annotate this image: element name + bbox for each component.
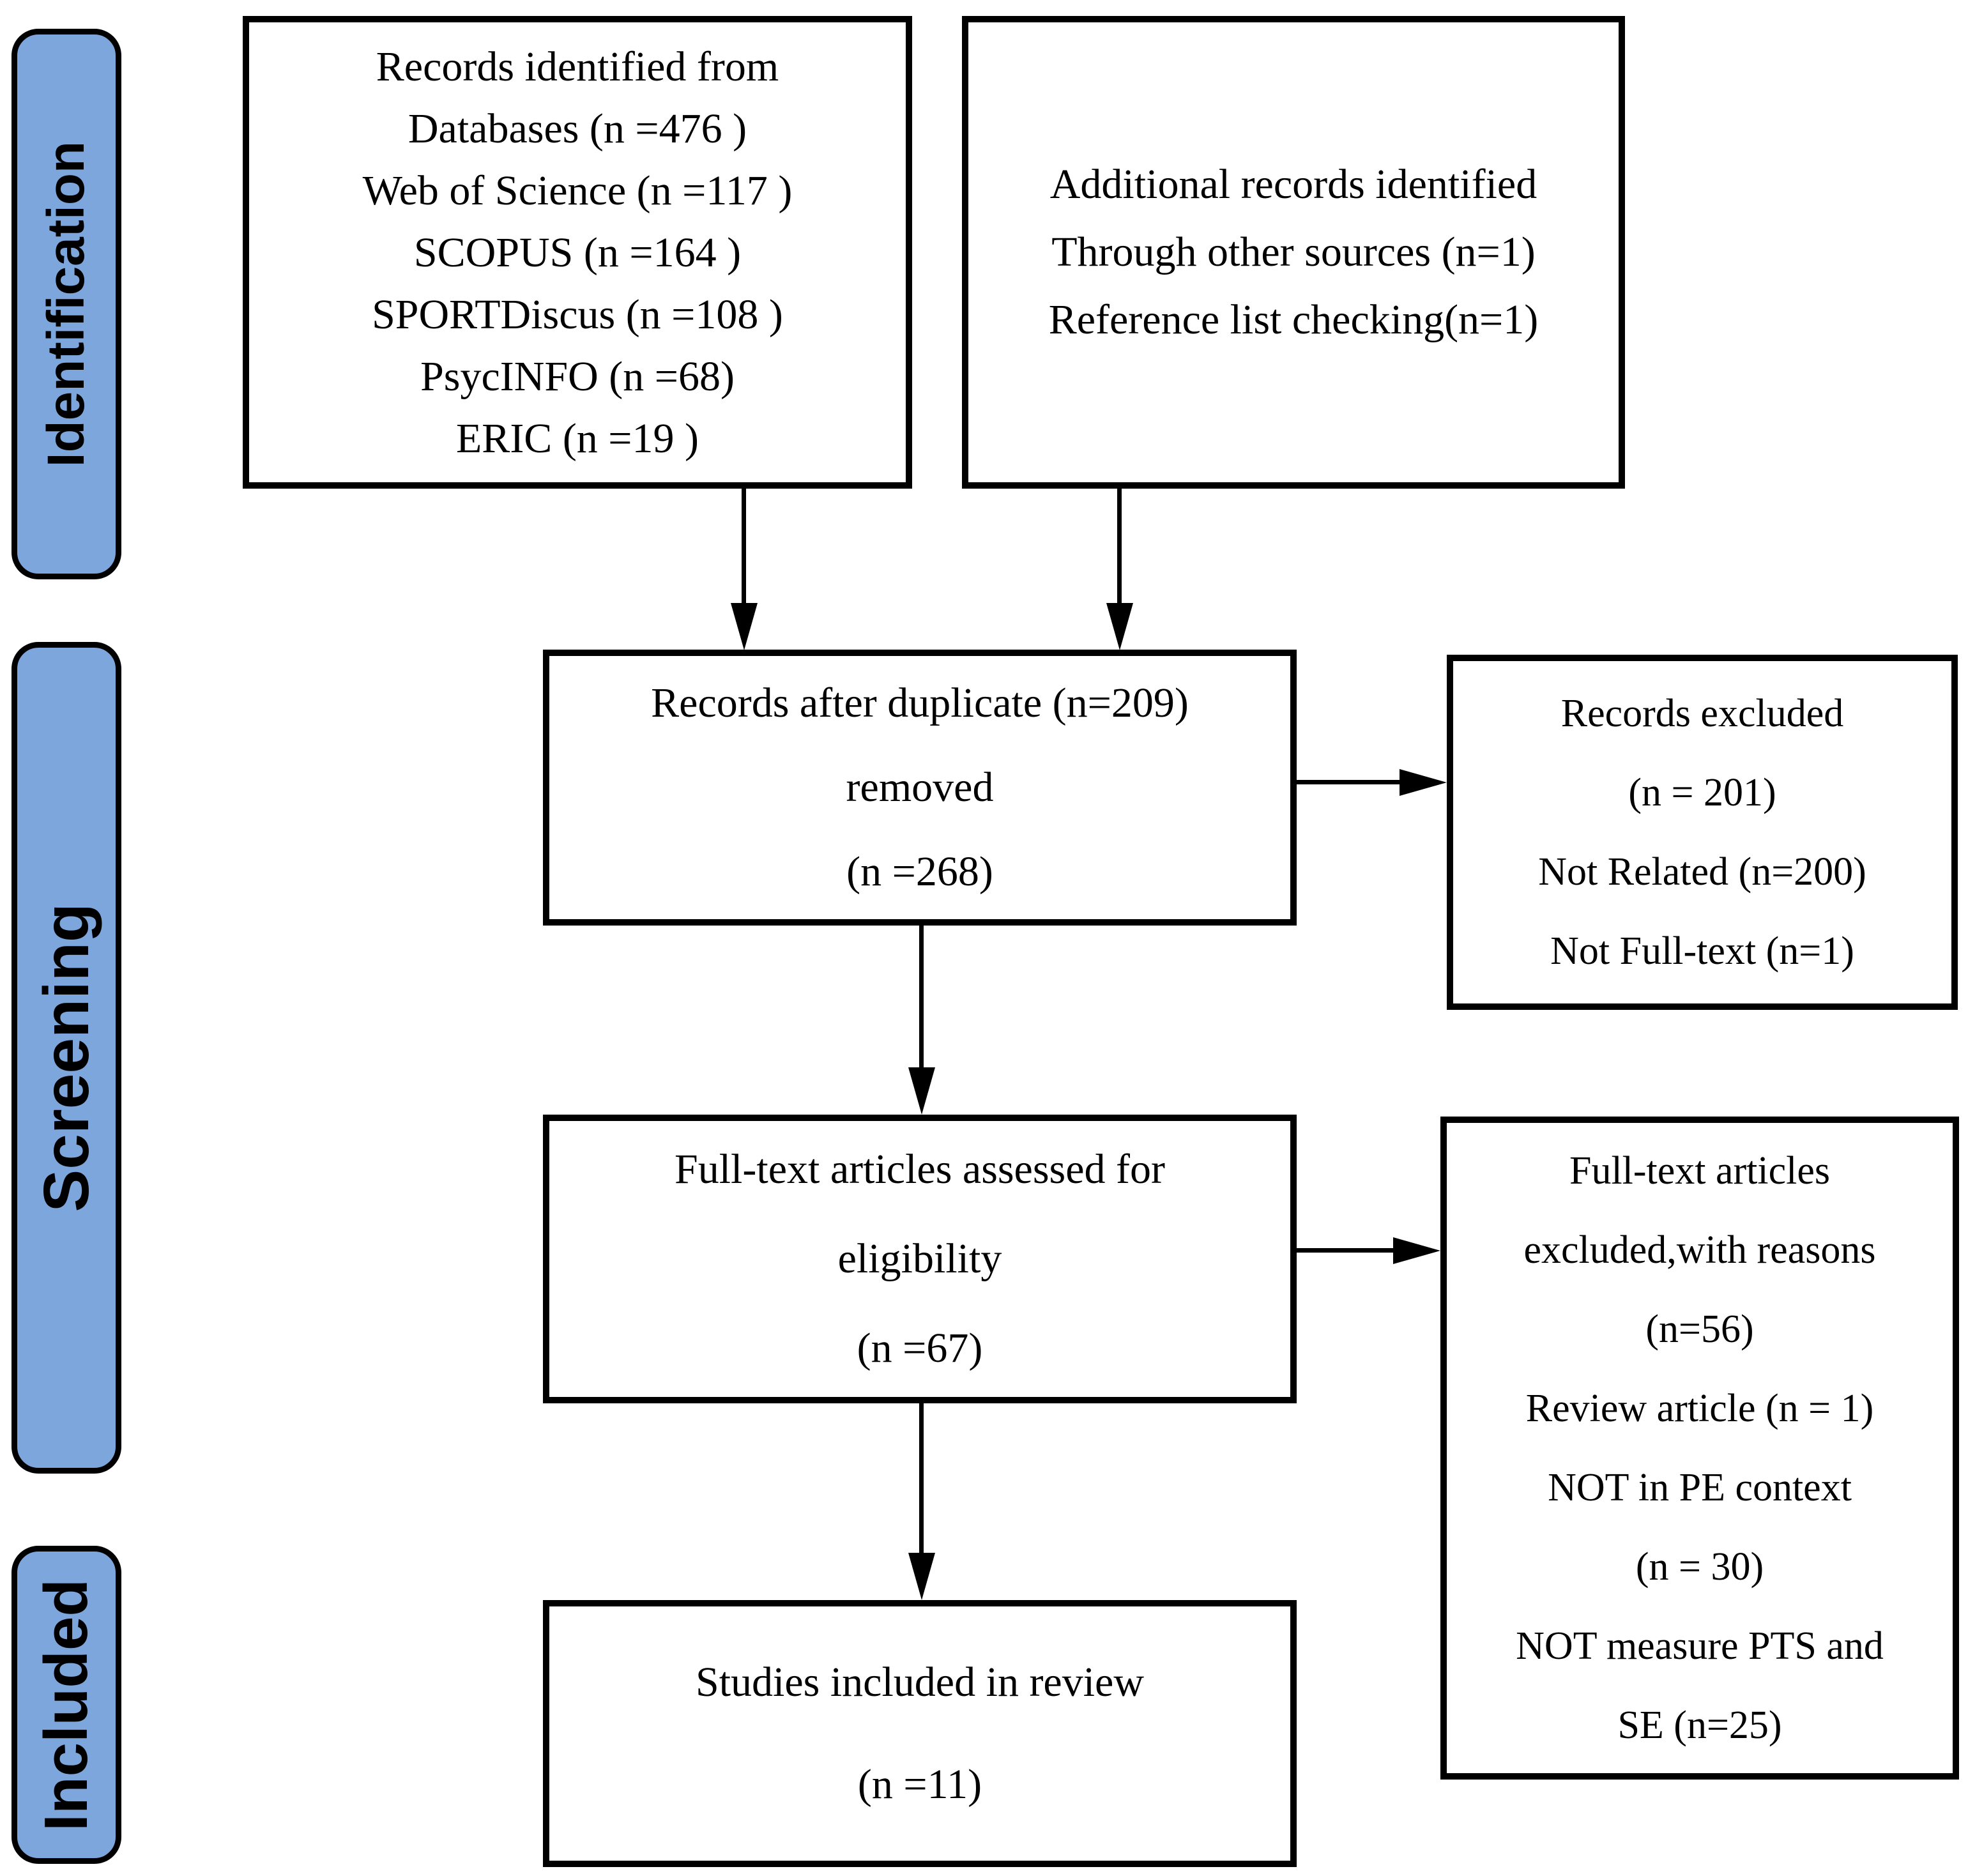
stage-label-screening: Screening <box>11 642 121 1474</box>
text-line: (n =268) <box>846 848 993 895</box>
text-line: Records identified from <box>376 43 779 90</box>
text-line: (n =67) <box>857 1325 983 1371</box>
text-line: Review article (n = 1) <box>1525 1387 1874 1430</box>
stage-label-text: Identification <box>37 141 95 468</box>
arrow-head-additional-to-duplicates <box>1106 603 1133 650</box>
text-line: Databases (n =476 ) <box>408 105 747 152</box>
text-line: Records excluded <box>1560 692 1844 735</box>
stage-label-included: Included <box>11 1546 121 1864</box>
box-records-identified: Records identified from Databases (n =47… <box>243 16 912 489</box>
arrow-line-fulltext-to-excluded <box>1293 1248 1397 1253</box>
text-line: eligibility <box>837 1235 1002 1282</box>
box-records-after-duplicates: Records after duplicate (n=209) removed … <box>543 650 1297 926</box>
text-line: (n =11) <box>857 1761 982 1808</box>
text-line: Records after duplicate (n=209) <box>651 680 1189 726</box>
box-fulltext-excluded: Full-text articles excluded,with reasons… <box>1440 1117 1959 1780</box>
text-line: ERIC (n =19 ) <box>455 415 699 462</box>
arrow-line-additional-to-duplicates <box>1117 485 1122 610</box>
text-line: Full-text articles assessed for <box>675 1146 1165 1193</box>
text-line: (n=56) <box>1645 1308 1754 1351</box>
arrow-line-duplicates-to-excluded <box>1293 780 1405 784</box>
text-line: Not Full-text (n=1) <box>1550 929 1854 973</box>
stage-label-text: Screening <box>30 903 102 1212</box>
stage-label-identification: Identification <box>11 29 121 579</box>
arrow-head-fulltext-to-excluded <box>1393 1237 1440 1264</box>
text-line: removed <box>846 764 994 811</box>
text-line: Full-text articles <box>1569 1149 1831 1193</box>
box-fulltext-assessed: Full-text articles assessed for eligibil… <box>543 1115 1297 1403</box>
box-studies-included: Studies included in review (n =11) <box>543 1600 1297 1867</box>
text-line: Through other sources (n=1) <box>1051 229 1536 275</box>
text-line: Not Related (n=200) <box>1538 850 1866 894</box>
text-line: Studies included in review <box>695 1659 1145 1705</box>
text-line: SCOPUS (n =164 ) <box>413 229 742 276</box>
box-records-excluded: Records excluded (n = 201) Not Related (… <box>1447 655 1958 1010</box>
text-line: NOT measure PTS and <box>1516 1624 1884 1668</box>
stage-label-text: Included <box>32 1578 100 1831</box>
arrow-line-fulltext-to-included <box>919 1401 924 1555</box>
text-line: SE (n=25) <box>1617 1704 1782 1747</box>
text-line: (n = 30) <box>1635 1545 1764 1589</box>
text-line: (n = 201) <box>1628 771 1776 814</box>
text-line: PsycINFO (n =68) <box>420 353 735 400</box>
arrow-line-duplicates-to-fulltext <box>919 923 924 1071</box>
text-line: SPORTDiscus (n =108 ) <box>372 291 783 338</box>
arrow-head-duplicates-to-fulltext <box>908 1067 935 1115</box>
box-additional-records: Additional records identified Through ot… <box>962 16 1625 489</box>
arrow-head-fulltext-to-included <box>908 1553 935 1600</box>
text-line: Reference list checking(n=1) <box>1048 296 1539 343</box>
text-line: NOT in PE context <box>1548 1466 1852 1509</box>
text-line: excluded,with reasons <box>1523 1228 1876 1272</box>
arrow-line-identified-to-duplicates <box>742 485 746 610</box>
text-line: Web of Science (n =117 ) <box>362 167 793 214</box>
arrow-head-identified-to-duplicates <box>731 603 758 650</box>
arrow-head-duplicates-to-excluded <box>1400 769 1447 796</box>
text-line: Additional records identified <box>1049 161 1537 208</box>
